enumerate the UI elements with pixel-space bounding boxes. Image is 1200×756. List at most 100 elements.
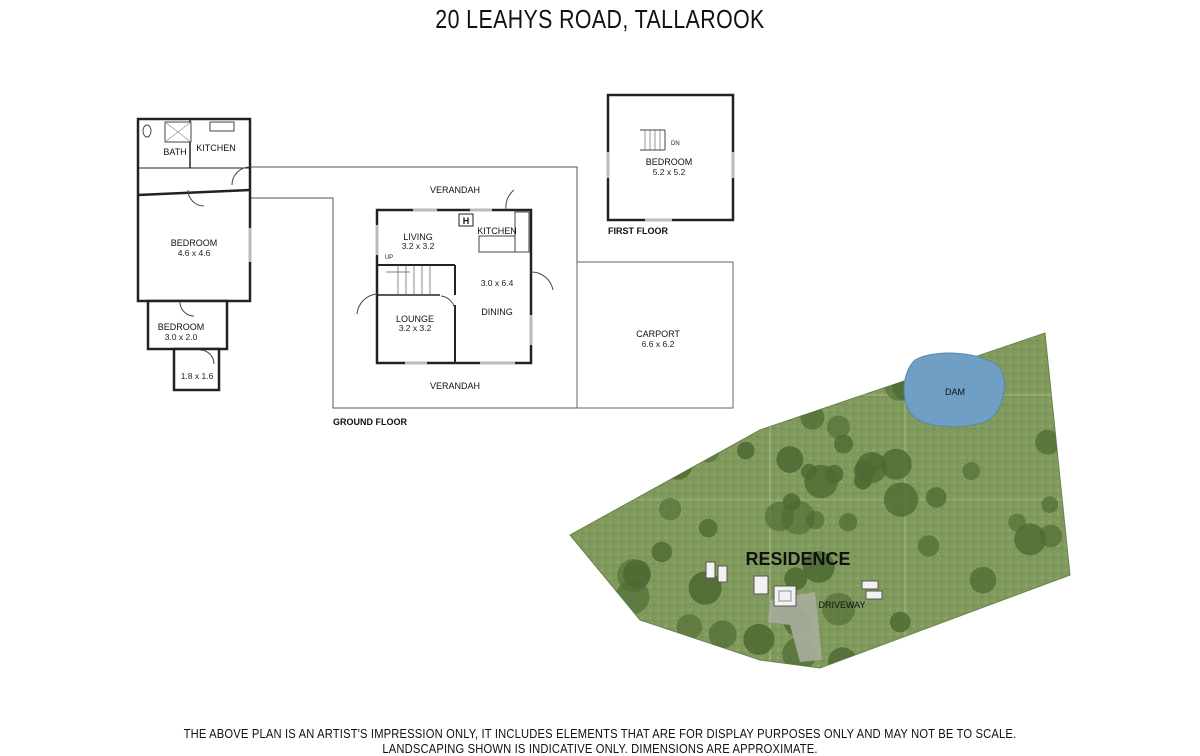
tree-icon bbox=[708, 620, 737, 649]
tree-icon bbox=[591, 442, 613, 463]
tree-icon bbox=[925, 487, 947, 508]
tree-icon bbox=[917, 535, 940, 557]
main-kitchen-label: KITCHEN bbox=[477, 226, 517, 236]
kitchen-bench bbox=[514, 211, 530, 253]
stairs-dn-label: DN bbox=[671, 141, 680, 147]
first-floor-label: FIRST FLOOR bbox=[608, 226, 668, 236]
first-floor-bedroom-dim: 5.2 x 5.2 bbox=[653, 167, 686, 177]
cottage-bedroom2-walls bbox=[146, 299, 229, 351]
heater-icon bbox=[458, 213, 474, 227]
dining-label: DINING bbox=[481, 307, 513, 317]
dam-pond bbox=[903, 352, 1005, 428]
first-floor-bedroom-label: BEDROOM bbox=[646, 157, 693, 167]
tree-icon bbox=[696, 440, 720, 463]
carport-outline bbox=[576, 261, 734, 409]
tree-icon bbox=[804, 464, 838, 499]
tree-icon bbox=[599, 617, 618, 635]
tree-icon bbox=[806, 341, 828, 364]
ground-floor-label: GROUND FLOOR bbox=[333, 417, 407, 427]
tree-icon bbox=[826, 415, 850, 439]
tree-icon bbox=[802, 551, 835, 583]
cottage-bedroom2-dim: 3.0 x 2.0 bbox=[165, 332, 198, 342]
main-house-plan: H VERANDAH VERANDAH LIVING 3.2 x 3.2 KIT… bbox=[333, 185, 554, 427]
tree-icon bbox=[659, 498, 682, 521]
dam-label: DAM bbox=[945, 387, 965, 397]
shed-building bbox=[705, 561, 716, 579]
tree-icon bbox=[962, 462, 981, 480]
tree-icon bbox=[834, 434, 853, 454]
tree-icon bbox=[828, 647, 857, 668]
tree-icon bbox=[1041, 496, 1059, 514]
tree-icon bbox=[743, 623, 775, 655]
disclaimer: THE ABOVE PLAN IS AN ARTIST'S IMPRESSION… bbox=[0, 726, 1200, 756]
living-dim: 3.2 x 3.2 bbox=[402, 241, 435, 251]
cottage-store-dim: 1.8 x 1.6 bbox=[181, 371, 214, 381]
bath-label: BATH bbox=[163, 147, 186, 157]
tree-icon bbox=[698, 518, 718, 538]
tree-icon bbox=[969, 566, 997, 594]
door-swing bbox=[505, 189, 515, 211]
stairs-up-label: UP bbox=[385, 255, 393, 261]
disclaimer-line2: LANDSCAPING SHOWN IS INDICATIVE ONLY. DI… bbox=[382, 741, 818, 756]
tree-icon bbox=[822, 592, 855, 626]
tree-icon bbox=[579, 456, 609, 486]
cottage-plan: BATH KITCHEN BEDROOM 4.6 x 4.6 BEDROOM 3… bbox=[136, 117, 578, 409]
tree-icon bbox=[836, 333, 859, 355]
tree-icon bbox=[776, 446, 804, 473]
tree-icon bbox=[654, 427, 672, 444]
living-label: LIVING bbox=[403, 232, 433, 242]
dining-dim: 3.0 x 6.4 bbox=[481, 278, 514, 288]
first-floor-plan: DN BEDROOM 5.2 x 5.2 FIRST FLOOR bbox=[606, 93, 735, 236]
cottage-walls bbox=[136, 117, 252, 303]
tree-icon bbox=[1035, 429, 1060, 455]
stairs-icon bbox=[386, 265, 431, 295]
heater-label: H bbox=[463, 216, 470, 226]
tree-icon bbox=[612, 464, 649, 500]
tree-icon bbox=[1014, 523, 1046, 556]
sink-icon bbox=[209, 121, 235, 132]
lounge-dim: 3.2 x 3.2 bbox=[399, 323, 432, 333]
cottage-bedroom1-dim: 4.6 x 4.6 bbox=[178, 248, 211, 258]
tree-icon bbox=[583, 444, 609, 470]
cottage-bedroom1-label: BEDROOM bbox=[171, 238, 218, 248]
lounge-label: LOUNGE bbox=[396, 314, 434, 324]
tree-icon bbox=[854, 471, 872, 490]
cottage-kitchen-label: KITCHEN bbox=[196, 143, 236, 153]
tree-icon bbox=[889, 611, 911, 633]
disclaimer-line1: THE ABOVE PLAN IS AN ARTIST'S IMPRESSION… bbox=[183, 726, 1017, 741]
carport-label: CARPORT bbox=[636, 329, 680, 339]
tree-icon bbox=[676, 614, 702, 640]
tree-icon bbox=[1039, 524, 1063, 548]
cottage-deck-outline bbox=[250, 166, 578, 409]
tree-icon bbox=[688, 571, 722, 605]
verandah-bottom-label: VERANDAH bbox=[430, 381, 480, 391]
tree-icon bbox=[1001, 636, 1026, 660]
carport-dim: 6.6 x 6.2 bbox=[642, 339, 675, 349]
residence-building bbox=[773, 585, 797, 607]
tree-icon bbox=[760, 396, 785, 421]
tree-icon bbox=[870, 351, 894, 376]
tree-icon bbox=[781, 500, 816, 535]
driveway-path bbox=[768, 592, 822, 662]
tree-icon bbox=[839, 513, 858, 532]
tree-icon bbox=[737, 441, 755, 460]
cottage-bedroom2-label: BEDROOM bbox=[158, 322, 205, 332]
tree-icon bbox=[1017, 603, 1049, 635]
toilet-icon bbox=[142, 124, 152, 138]
tree-icon bbox=[883, 482, 919, 517]
tree-icon bbox=[772, 342, 808, 378]
page-title: 20 LEAHYS ROAD, TALLAROOK bbox=[435, 4, 765, 34]
door-swing bbox=[231, 166, 251, 186]
tree-icon bbox=[695, 642, 712, 659]
tree-icon bbox=[651, 541, 673, 563]
driveway-label: DRIVEWAY bbox=[818, 600, 865, 610]
carport-plan: CARPORT 6.6 x 6.2 bbox=[576, 261, 734, 409]
tree-icon bbox=[623, 560, 651, 588]
tree-icon bbox=[642, 647, 668, 668]
residence-label: RESIDENCE bbox=[745, 549, 850, 569]
verandah-top-label: VERANDAH bbox=[430, 185, 480, 195]
cottage-store-walls bbox=[172, 347, 221, 392]
tree-icon bbox=[866, 452, 884, 471]
tree-icon bbox=[784, 567, 808, 591]
